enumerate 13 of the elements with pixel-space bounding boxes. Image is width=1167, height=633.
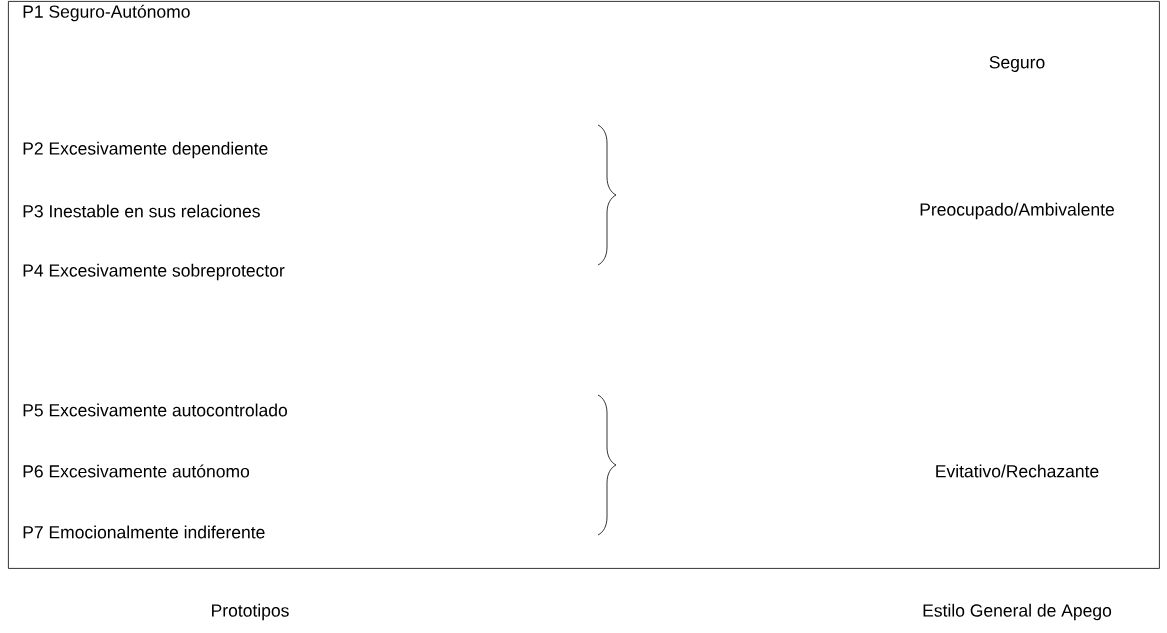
panel-frame — [8, 1, 1160, 569]
prototype-label: P7 Emocionalmente indiferente — [23, 525, 265, 539]
attachment-style-label: Evitativo/Rechazante — [936, 464, 1099, 478]
prototype-label: P1 Seguro-Autónomo — [23, 4, 190, 22]
column-caption: Estilo General de Apego — [923, 603, 1112, 621]
attachment-style-label: Preocupado/Ambivalente — [920, 202, 1114, 220]
attachment-style-label: Seguro — [989, 56, 1045, 72]
prototype-label: P6 Excesivamente autónomo — [23, 464, 250, 478]
prototype-label: P4 Excesivamente sobreprotector — [23, 263, 285, 281]
column-caption: Prototipos — [212, 603, 289, 621]
prototype-label: P3 Inestable en sus relaciones — [23, 204, 260, 218]
prototype-label: P5 Excesivamente autocontrolado — [23, 403, 287, 417]
prototype-label: P2 Excesivamente dependiente — [23, 141, 268, 159]
